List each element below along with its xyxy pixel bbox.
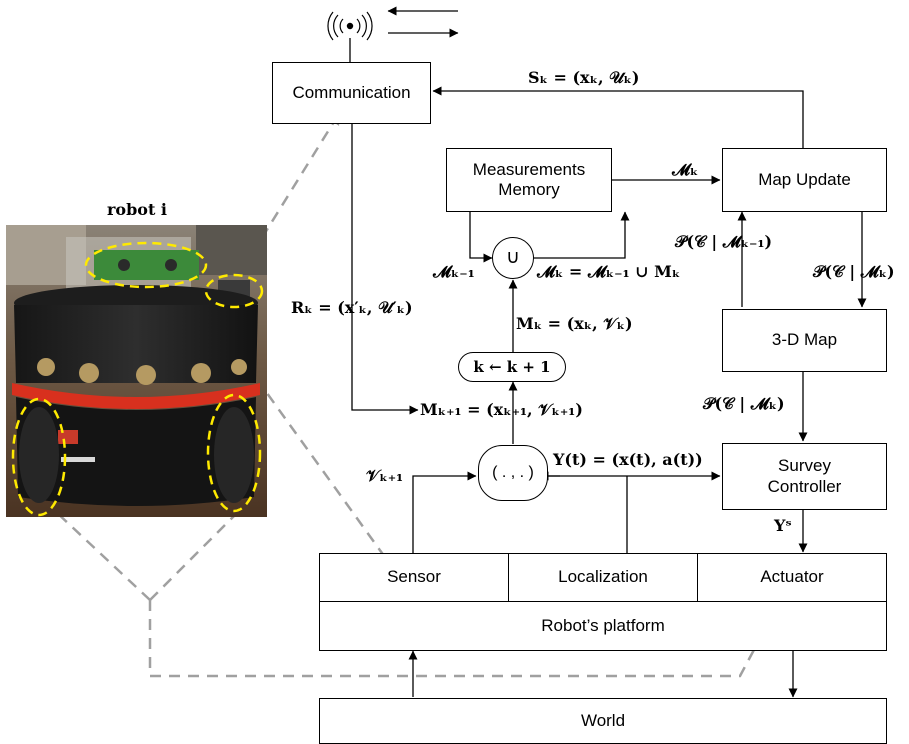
actuator-pointer <box>148 587 789 678</box>
actuator-label: Actuator <box>760 567 824 587</box>
robot-caption: robot i <box>107 200 167 219</box>
p-c-mk-lower-label: 𝒫(𝒞 | 𝓜ₖ) <box>703 394 785 413</box>
rk-arrow <box>351 124 419 415</box>
mk-plus-1-label: Mₖ₊₁ = (xₖ₊₁, 𝒱ₖ₊₁) <box>420 400 583 419</box>
localization-box: Localization <box>508 553 698 602</box>
communication-label: Communication <box>292 82 411 102</box>
combine-symbol: ( . , . ) <box>492 464 534 482</box>
y-t-label: Y(t) = (x(t), a(t)) <box>553 450 703 469</box>
measurements-memory-box: Measurements Memory <box>446 148 612 212</box>
robot-platform-box: Robot’s platform <box>319 601 887 651</box>
antenna-icon <box>327 11 373 41</box>
robot-photo <box>6 225 267 517</box>
combine-node: ( . , . ) <box>478 445 548 501</box>
mk-union-label: 𝓜ₖ = 𝓜ₖ₋₁ ∪ Mₖ <box>537 262 681 281</box>
mk-pair-label: Mₖ = (xₖ, 𝒱ₖ) <box>516 314 633 333</box>
map-3d-box: 3-D Map <box>722 309 887 372</box>
localization-label: Localization <box>558 567 648 587</box>
increment-node: k ← k + 1 <box>458 352 566 382</box>
wheel-right-pointer <box>149 513 237 601</box>
map-update-box: Map Update <box>722 148 887 212</box>
increment-symbol: k ← k + 1 <box>473 358 551 376</box>
p-c-mk-right-label: 𝒫(𝒞 | 𝓜ₖ) <box>813 262 895 281</box>
comm-pointer <box>240 111 342 271</box>
union-to-memory-arrow <box>534 211 630 259</box>
world-label: World <box>580 710 626 730</box>
sensor-label: Sensor <box>387 567 441 587</box>
actuator-box: Actuator <box>697 553 887 602</box>
map-update-label: Map Update <box>758 169 851 189</box>
map-3d-label: 3-D Map <box>771 330 838 350</box>
wheel-left-pointer <box>53 509 151 601</box>
ys-label: Yˢ <box>774 516 792 535</box>
sk-arrow <box>432 86 804 148</box>
world-box: World <box>319 698 887 744</box>
robot-platform-label: Robot’s platform <box>541 615 665 635</box>
survey-controller-box: Survey Controller <box>722 443 887 510</box>
mk-cal-label: 𝓜ₖ <box>672 160 699 179</box>
memory-to-union-arrow <box>469 212 493 263</box>
p-c-mk-minus-1-label: 𝒫(𝒞 | 𝓜ₖ₋₁) <box>675 232 773 251</box>
rk-label: Rₖ = (x′ₖ, 𝒰′ₖ) <box>291 298 413 317</box>
sensor-box: Sensor <box>319 553 509 602</box>
measurements-memory-label: Measurements Memory <box>472 159 586 199</box>
union-symbol: ∪ <box>506 246 520 268</box>
union-node: ∪ <box>492 237 534 279</box>
communication-box: Communication <box>272 62 431 124</box>
vk-plus-1-label: 𝒱ₖ₊₁ <box>366 466 404 485</box>
sensor-to-combine-arrow <box>412 471 477 553</box>
mk-minus-1-label: 𝓜ₖ₋₁ <box>433 262 475 281</box>
survey-controller-label: Survey Controller <box>767 456 842 496</box>
sk-label: Sₖ = (xₖ, 𝒰ₖ) <box>528 68 640 87</box>
